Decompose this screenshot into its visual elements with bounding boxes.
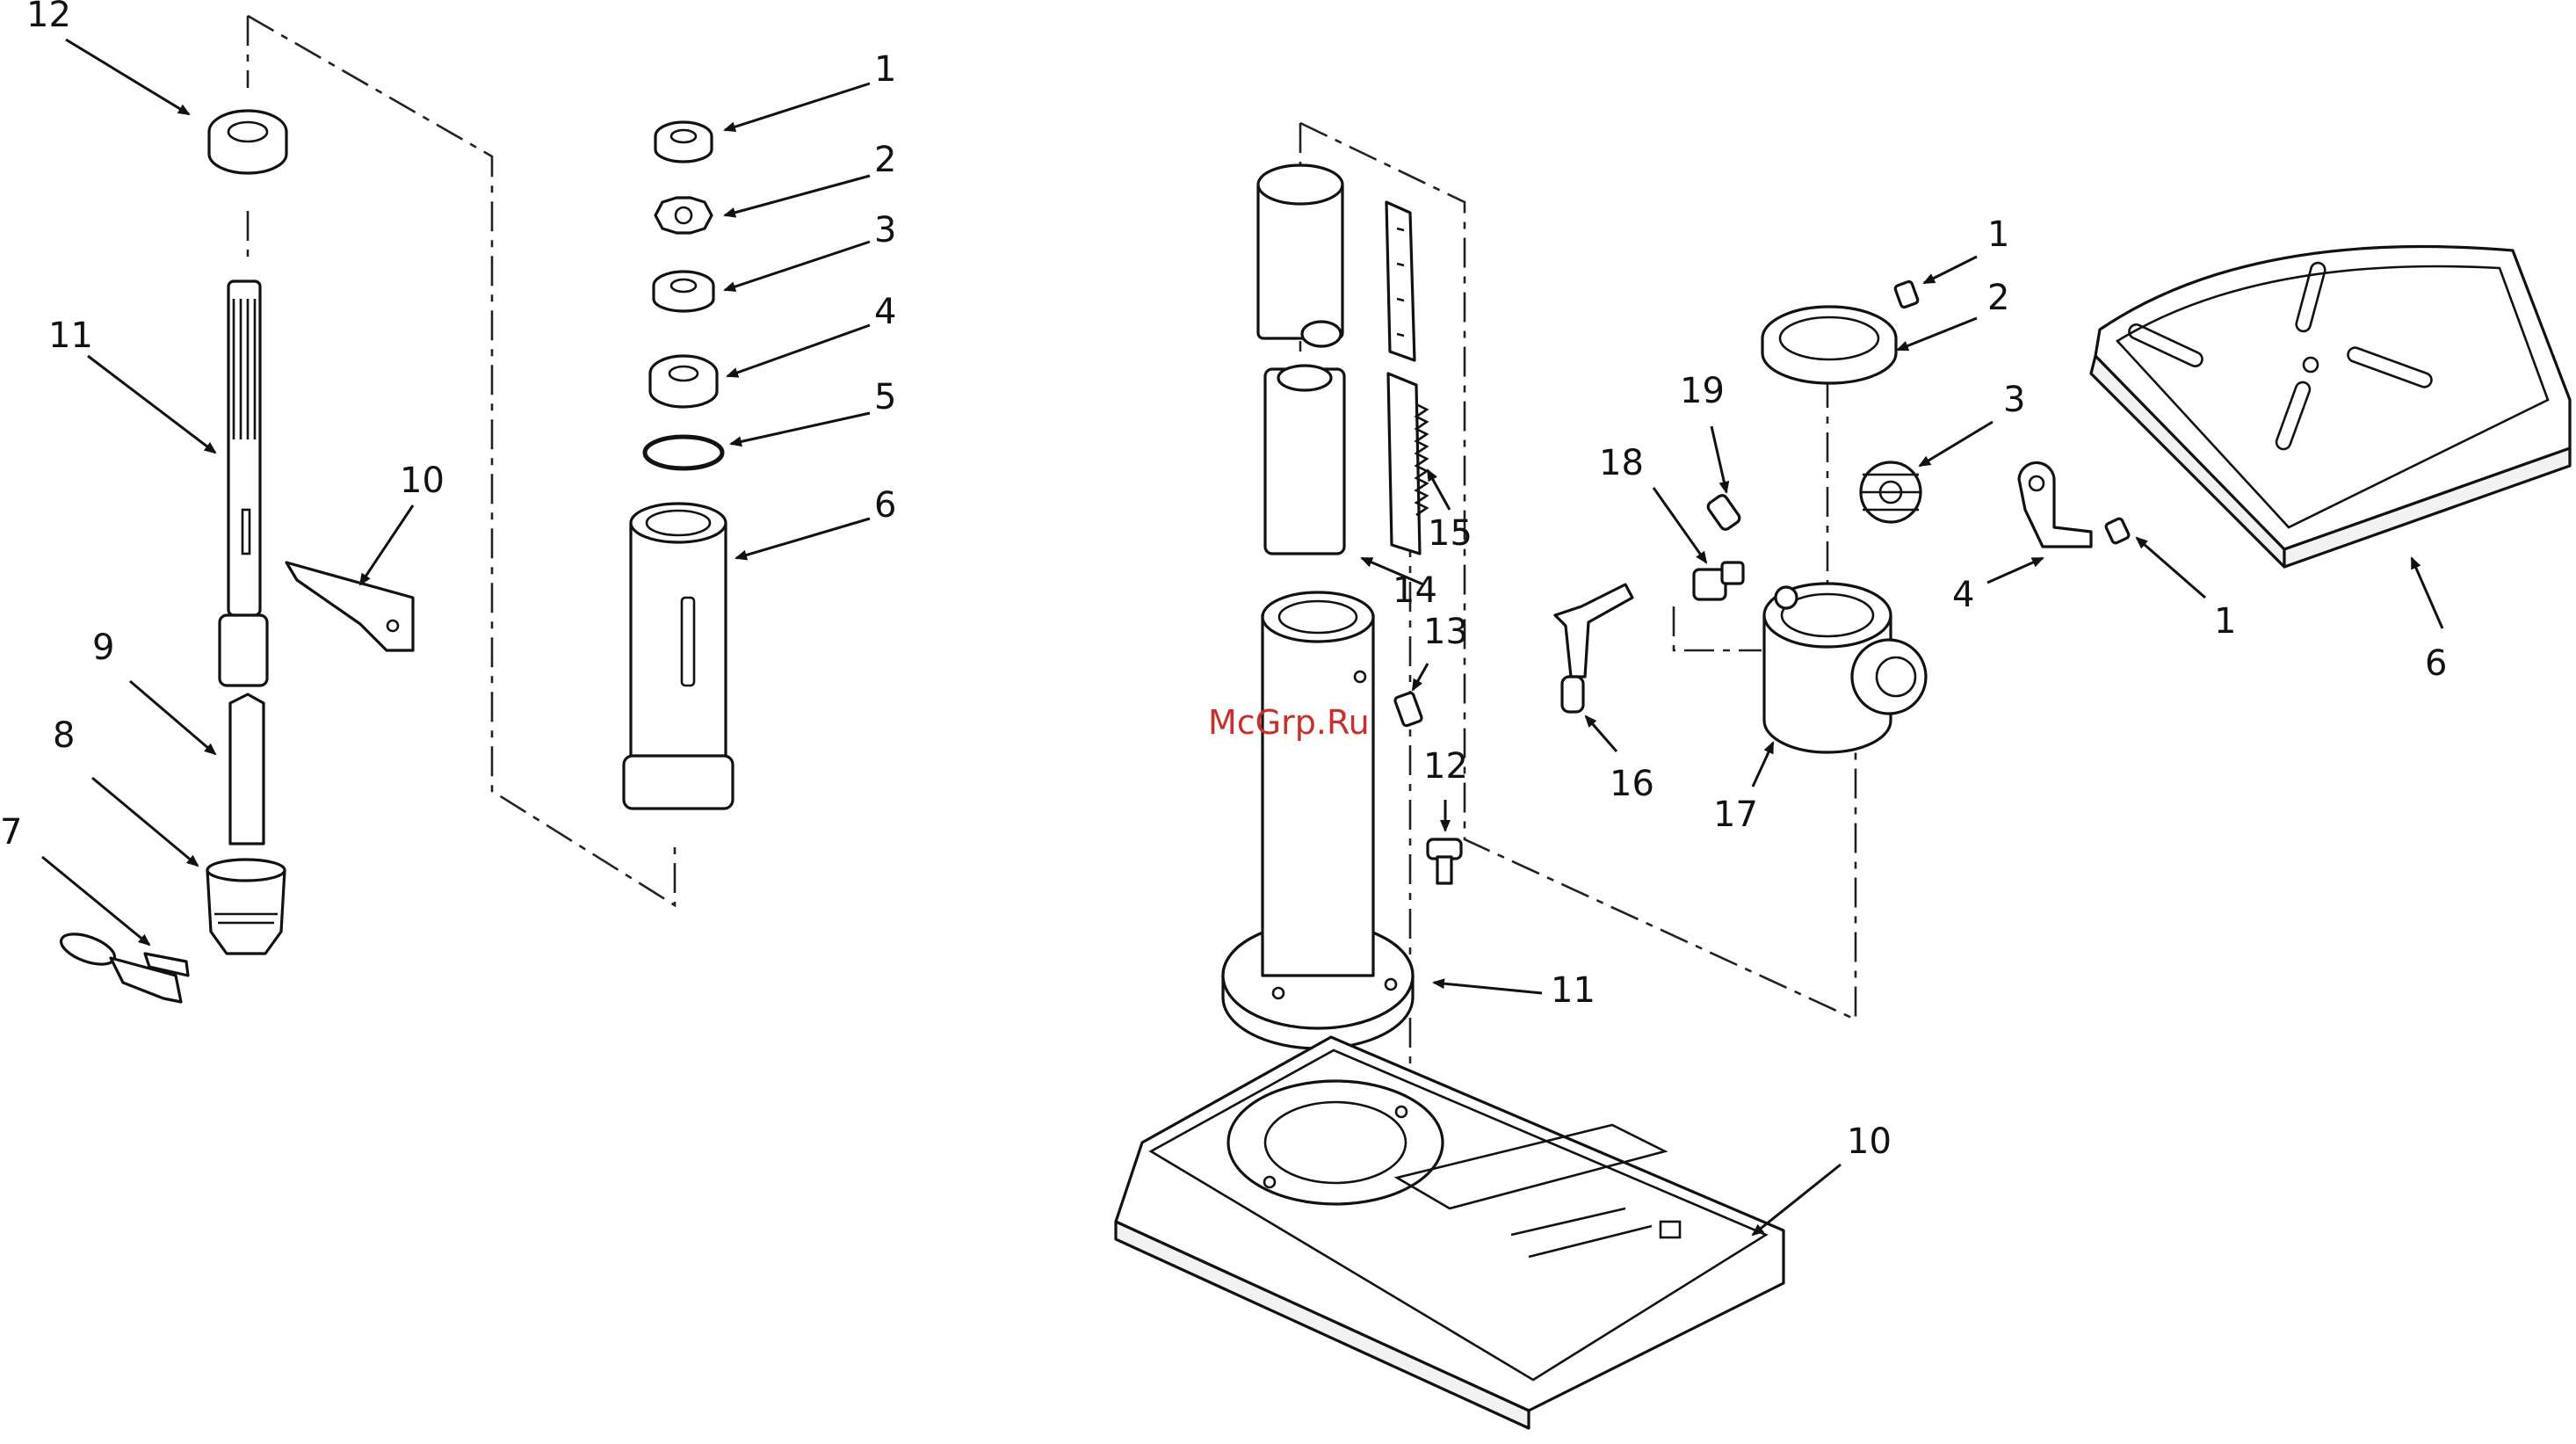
left-callouts: 1 2 3 4 5 6 7 8 9 10 11 12 — [0, 0, 896, 945]
column-assembly-group — [1116, 123, 1856, 1428]
bearing-part-12 — [209, 111, 286, 173]
pin-part-19 — [1706, 493, 1741, 531]
callout-left-11: 11 — [48, 316, 93, 356]
assembly-dash-line-left — [248, 16, 675, 905]
callout-table-4: 4 — [1952, 575, 1974, 615]
callout-column-15: 15 — [1428, 513, 1473, 554]
callout-column-13: 13 — [1423, 612, 1468, 652]
callout-column-14: 14 — [1393, 570, 1437, 611]
crank-handle-part-4 — [2019, 462, 2091, 547]
table-assembly-group — [1555, 247, 2570, 752]
callout-left-7: 7 — [0, 812, 22, 853]
chuck-part-8 — [207, 860, 285, 954]
callout-left-10: 10 — [400, 461, 445, 501]
callout-left-4: 4 — [874, 292, 896, 332]
callout-table-6: 6 — [2425, 643, 2447, 684]
callout-left-2: 2 — [874, 140, 896, 180]
arbor-part-9 — [230, 694, 264, 844]
callout-left-8: 8 — [53, 715, 75, 756]
callout-table-19: 19 — [1680, 371, 1725, 411]
assembly-dash-line-column — [1300, 123, 1856, 1020]
callout-left-6: 6 — [874, 485, 896, 526]
set-screw-part-1-top — [1894, 280, 1919, 308]
callout-table-1-top: 1 — [1987, 214, 2009, 255]
set-screw-part-1-right — [2105, 518, 2130, 544]
table-bracket-part-17 — [1764, 584, 1926, 752]
quill-part-6 — [624, 504, 733, 809]
callout-column-10: 10 — [1847, 1121, 1892, 1162]
callout-table-2: 2 — [1987, 278, 2009, 318]
ring-part-2 — [1762, 307, 1896, 383]
drift-key-part-10 — [286, 562, 413, 650]
rack-upper — [1386, 202, 1415, 360]
column-sleeve-part-14 — [1265, 366, 1344, 554]
pinion-stack-parts-1-5 — [645, 122, 722, 468]
bolt-part-12 — [1428, 839, 1461, 883]
callout-left-12: 12 — [26, 0, 71, 35]
rack-part-15 — [1388, 374, 1427, 554]
callout-left-1: 1 — [874, 49, 896, 90]
callout-left-5: 5 — [874, 377, 896, 417]
callout-column-12: 12 — [1423, 746, 1468, 787]
callout-left-3: 3 — [874, 210, 896, 250]
set-screw-part-13 — [1394, 692, 1422, 726]
callout-table-1-right: 1 — [2214, 601, 2236, 642]
column-part-11 — [1223, 592, 1413, 1049]
work-table-part-6 — [2091, 247, 2570, 567]
callout-left-9: 9 — [92, 628, 114, 668]
callout-column-11: 11 — [1551, 970, 1596, 1011]
plunger-part-18 — [1694, 562, 1743, 599]
callout-table-3: 3 — [2003, 380, 2025, 420]
gear-part-3 — [1861, 462, 1921, 522]
column-sleeve-upper — [1258, 165, 1342, 346]
callout-table-16: 16 — [1610, 764, 1654, 804]
callout-table-17: 17 — [1713, 795, 1758, 835]
callout-table-18: 18 — [1599, 443, 1644, 483]
base-part-10 — [1116, 1037, 1784, 1428]
lock-handle-part-16 — [1555, 584, 1632, 712]
watermark-text: McGrp.Ru — [1208, 703, 1370, 742]
chuck-key-part-7 — [57, 928, 188, 1002]
spindle-assembly-group — [57, 16, 733, 1002]
spindle-part-11 — [220, 281, 267, 686]
